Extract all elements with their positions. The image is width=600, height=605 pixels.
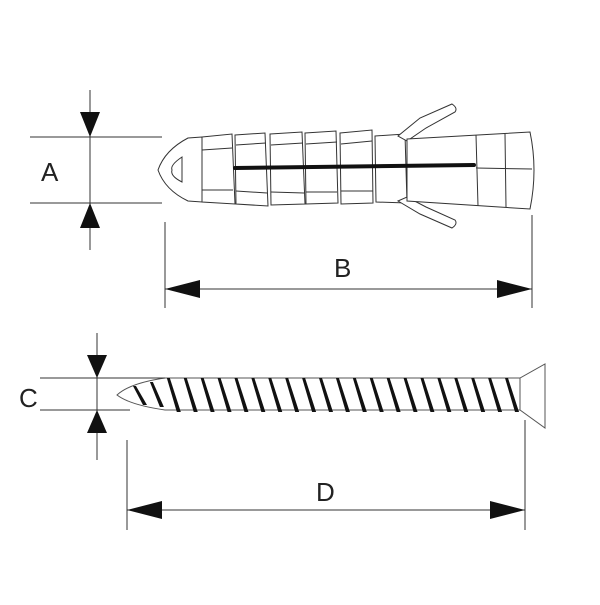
screw-thread: [471, 378, 486, 412]
dimension-b: [164, 215, 533, 308]
screw-thread: [488, 378, 503, 412]
screw-thread: [200, 378, 215, 412]
screw-thread: [234, 378, 249, 412]
screw-thread: [133, 386, 147, 405]
screw-thread: [149, 382, 164, 407]
screw: [116, 363, 546, 429]
label-c: C: [19, 383, 38, 413]
dimension-d: [126, 420, 526, 530]
plug-wing-bottom: [396, 196, 457, 229]
screw-thread: [166, 378, 181, 412]
screw-shank: [116, 363, 546, 429]
screw-thread: [386, 378, 401, 412]
plug-collar: [406, 131, 535, 210]
screw-thread: [302, 378, 317, 412]
screw-thread: [285, 378, 300, 412]
screw-threads: [133, 378, 519, 412]
screw-thread: [183, 378, 198, 412]
label-a: A: [41, 157, 59, 187]
screw-thread: [403, 378, 418, 412]
label-b: B: [334, 253, 351, 283]
screw-thread: [420, 378, 435, 412]
screw-thread: [437, 378, 452, 412]
screw-thread: [352, 378, 367, 412]
screw-thread: [505, 378, 519, 412]
screw-thread: [335, 378, 350, 412]
screw-thread: [268, 378, 283, 412]
label-d: D: [316, 477, 335, 507]
plug-ribs: [201, 129, 408, 207]
wall-plug: [157, 103, 535, 229]
screw-thread: [251, 378, 266, 412]
dimension-a: [30, 90, 162, 250]
plug-wing-top: [397, 103, 457, 142]
screw-thread: [454, 378, 469, 412]
screw-thread: [319, 378, 333, 412]
screw-thread: [217, 378, 232, 412]
plug-slot: [233, 163, 476, 170]
plug-tip-hole: [171, 156, 183, 183]
screw-thread: [369, 378, 384, 412]
dimension-c: [40, 333, 165, 460]
